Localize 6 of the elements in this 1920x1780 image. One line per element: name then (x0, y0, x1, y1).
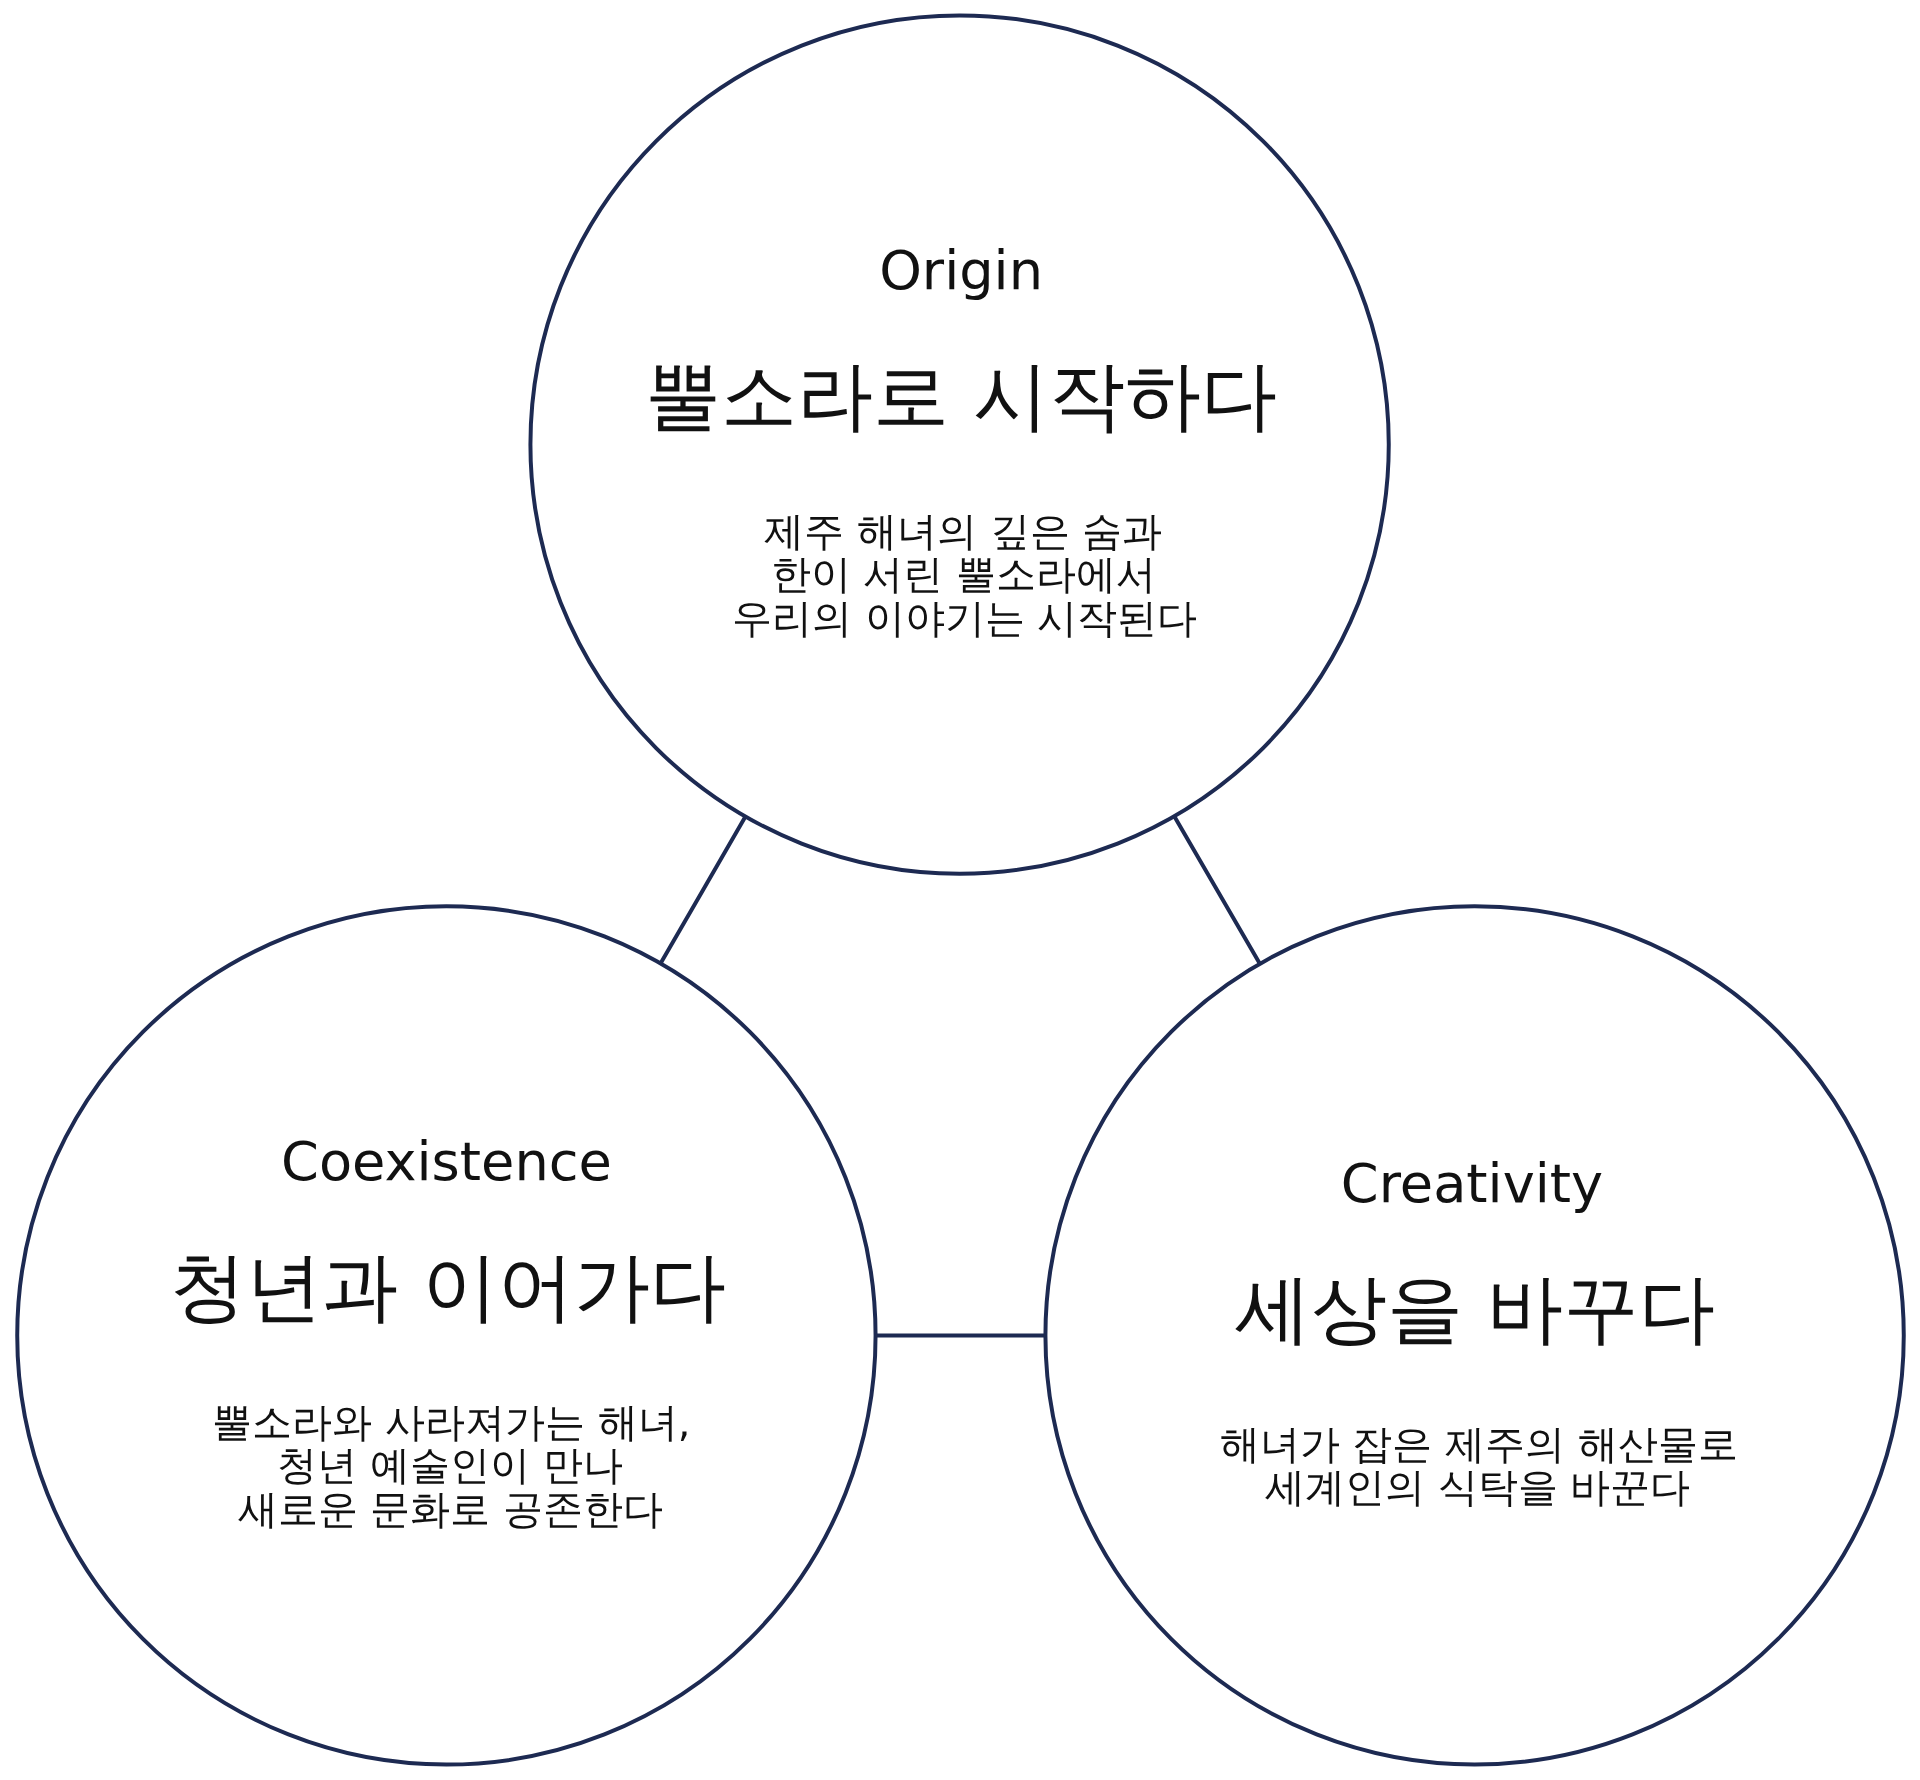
connector (658, 815, 747, 965)
node-circle: Coexistence 청년과 이어가다 뿔소라와 사라져가는 해녀, 청년 예술인이 만나 새로운 문화로 공존한다 (14, 904, 878, 1767)
connector (875, 1333, 1045, 1338)
connector (1172, 815, 1262, 965)
node-circle: Creativity 세상을 바꾸다 해녀가 잡은 제주의 해산물로 세계인의 식탁을 바꾼다 (1042, 904, 1906, 1767)
node-circle: Origin 뿔소라로 시작하다 제주 해녀의 깊은 숨과 한이 서린 뿔소라에서 우리의 이야기는 시작된다 (527, 13, 1391, 876)
